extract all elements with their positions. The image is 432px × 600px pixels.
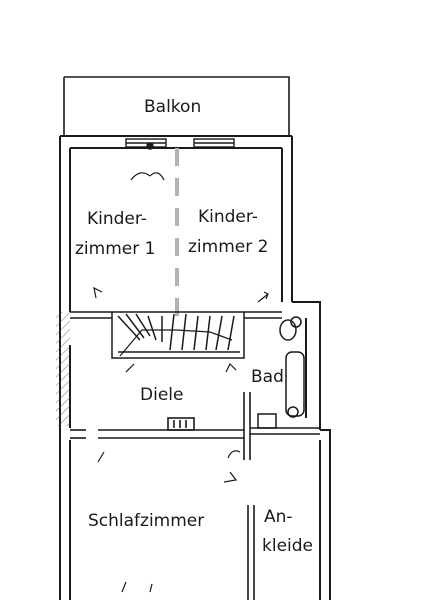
room-label-kinderzimmer-2-line2: zimmer 2	[188, 237, 269, 257]
hall-upper-wall	[70, 311, 282, 319]
balcony-door	[125, 138, 235, 150]
hall-lower-wall	[70, 417, 244, 439]
room-label-ankleide-line2: kleide	[262, 536, 313, 556]
balcony-outline	[63, 76, 290, 136]
door-swing-marks	[93, 172, 269, 593]
room-label-ankleide-line1: An-	[264, 507, 293, 527]
room-label-kinderzimmer-2-line1: Kinder-	[198, 207, 258, 227]
staircase	[111, 311, 245, 359]
closet-wall	[247, 505, 255, 600]
room-label-bad: Bad	[251, 367, 284, 387]
room-label-schlafzimmer: Schlafzimmer	[88, 511, 205, 531]
room-label-balkon: Balkon	[144, 97, 202, 117]
room-label-diele: Diele	[140, 385, 184, 405]
bathroom-walls	[243, 392, 320, 460]
wall-hatching	[56, 312, 70, 426]
room-label-kinderzimmer-1-line1: Kinder-	[87, 209, 147, 229]
room-label-kinderzimmer-1-line2: zimmer 1	[75, 239, 156, 259]
